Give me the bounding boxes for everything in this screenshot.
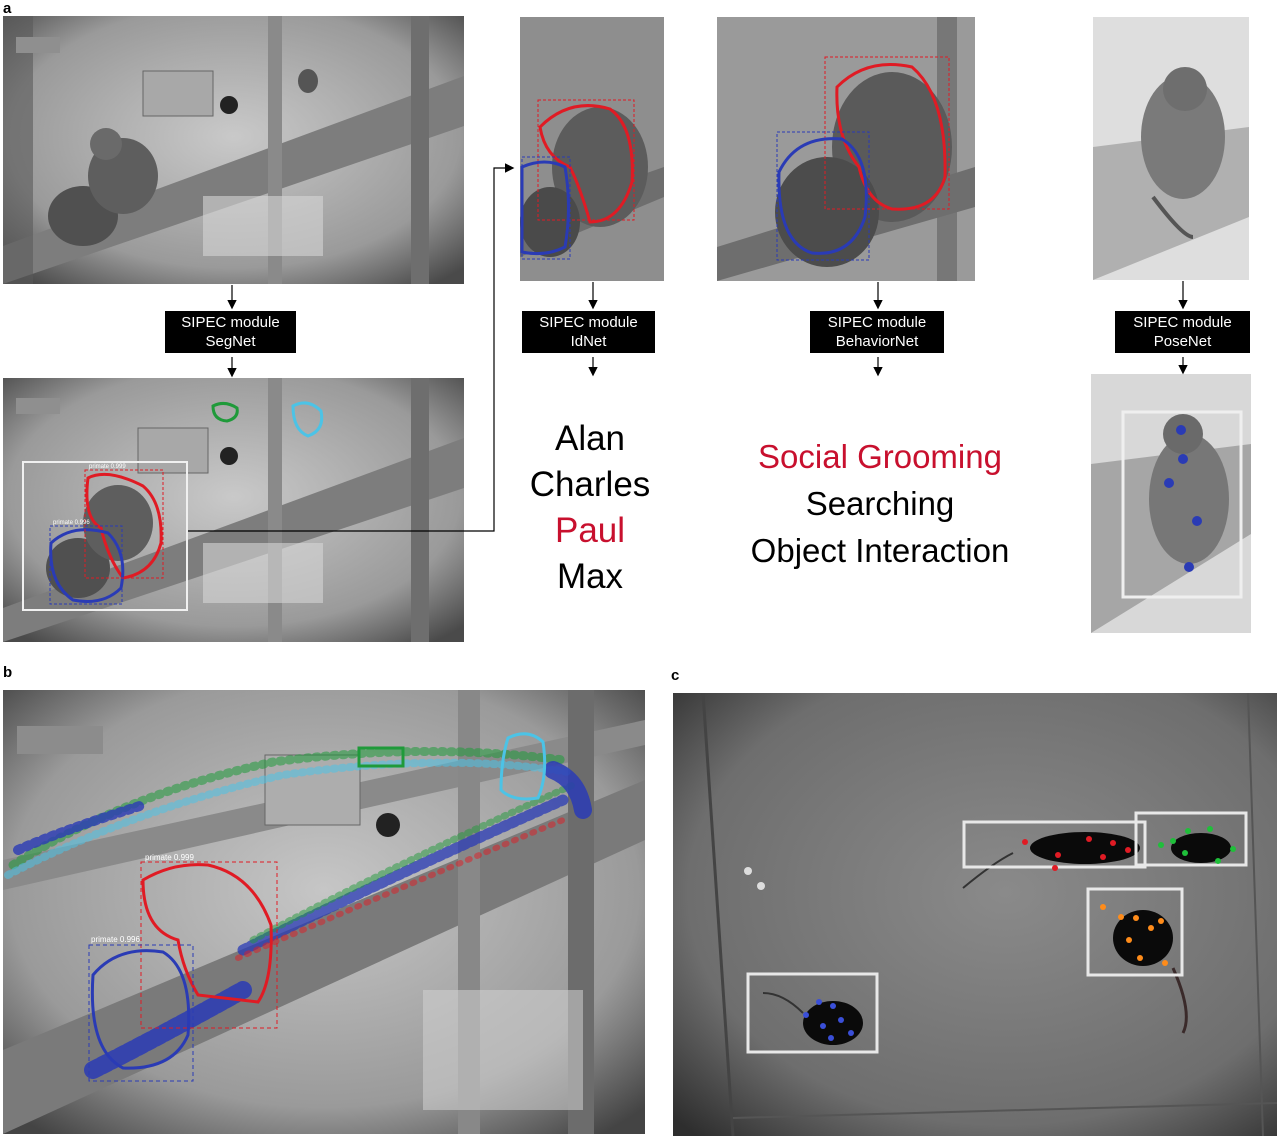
behavior-list: Social Grooming Searching Object Interac… — [710, 433, 1050, 574]
identity-name-alan: Alan — [554, 419, 626, 458]
idnet-module-line2: IdNet — [570, 333, 607, 350]
behavior-social-grooming: Social Grooming — [758, 438, 1002, 475]
detection-label-bottom: primate 0.996 — [53, 520, 90, 526]
panel-label-c: c — [671, 667, 680, 684]
behaviornet-module-box: SIPEC module BehaviorNet — [810, 311, 944, 353]
panel-label-a: a — [3, 0, 12, 17]
posenet-module-box: SIPEC module PoseNet — [1115, 311, 1250, 353]
input-frame-image — [3, 16, 464, 284]
behaviornet-crop-image — [717, 17, 975, 281]
posenet-input-image — [1093, 17, 1249, 280]
segnet-module-box: SIPEC module SegNet — [165, 311, 296, 353]
behaviornet-module-line2: BehaviorNet — [835, 333, 919, 350]
idnet-module-line1: SIPEC module — [539, 314, 638, 331]
mouse-pose-image — [673, 693, 1277, 1136]
identity-name-max: Max — [556, 557, 624, 596]
identity-name-charles: Charles — [529, 465, 651, 504]
panel-label-b: b — [3, 664, 13, 681]
identity-list: Alan Charles Paul Max — [510, 416, 670, 600]
tracking-detection-label-top: primate 0.999 — [145, 853, 194, 862]
posenet-module-line2: PoseNet — [1153, 333, 1212, 350]
segmentation-output-image: primate 0.999 primate 0.996 — [3, 378, 464, 642]
posenet-output-image — [1091, 374, 1251, 633]
behaviornet-module-line1: SIPEC module — [827, 314, 927, 331]
identity-name-paul: Paul — [554, 511, 626, 550]
posenet-module-line1: SIPEC module — [1133, 314, 1232, 331]
tracking-detection-label-bottom: primate 0.996 — [91, 935, 140, 944]
tracking-trajectory-image: primate 0.999 primate 0.996 — [3, 690, 645, 1134]
segnet-module-line1: SIPEC module — [181, 314, 280, 331]
behavior-searching: Searching — [805, 485, 955, 522]
segnet-module-line2: SegNet — [205, 333, 256, 350]
behavior-object-interaction: Object Interaction — [750, 532, 1010, 569]
idnet-crop-image — [520, 17, 664, 281]
idnet-module-box: SIPEC module IdNet — [522, 311, 655, 353]
detection-label-top: primate 0.999 — [89, 464, 126, 470]
